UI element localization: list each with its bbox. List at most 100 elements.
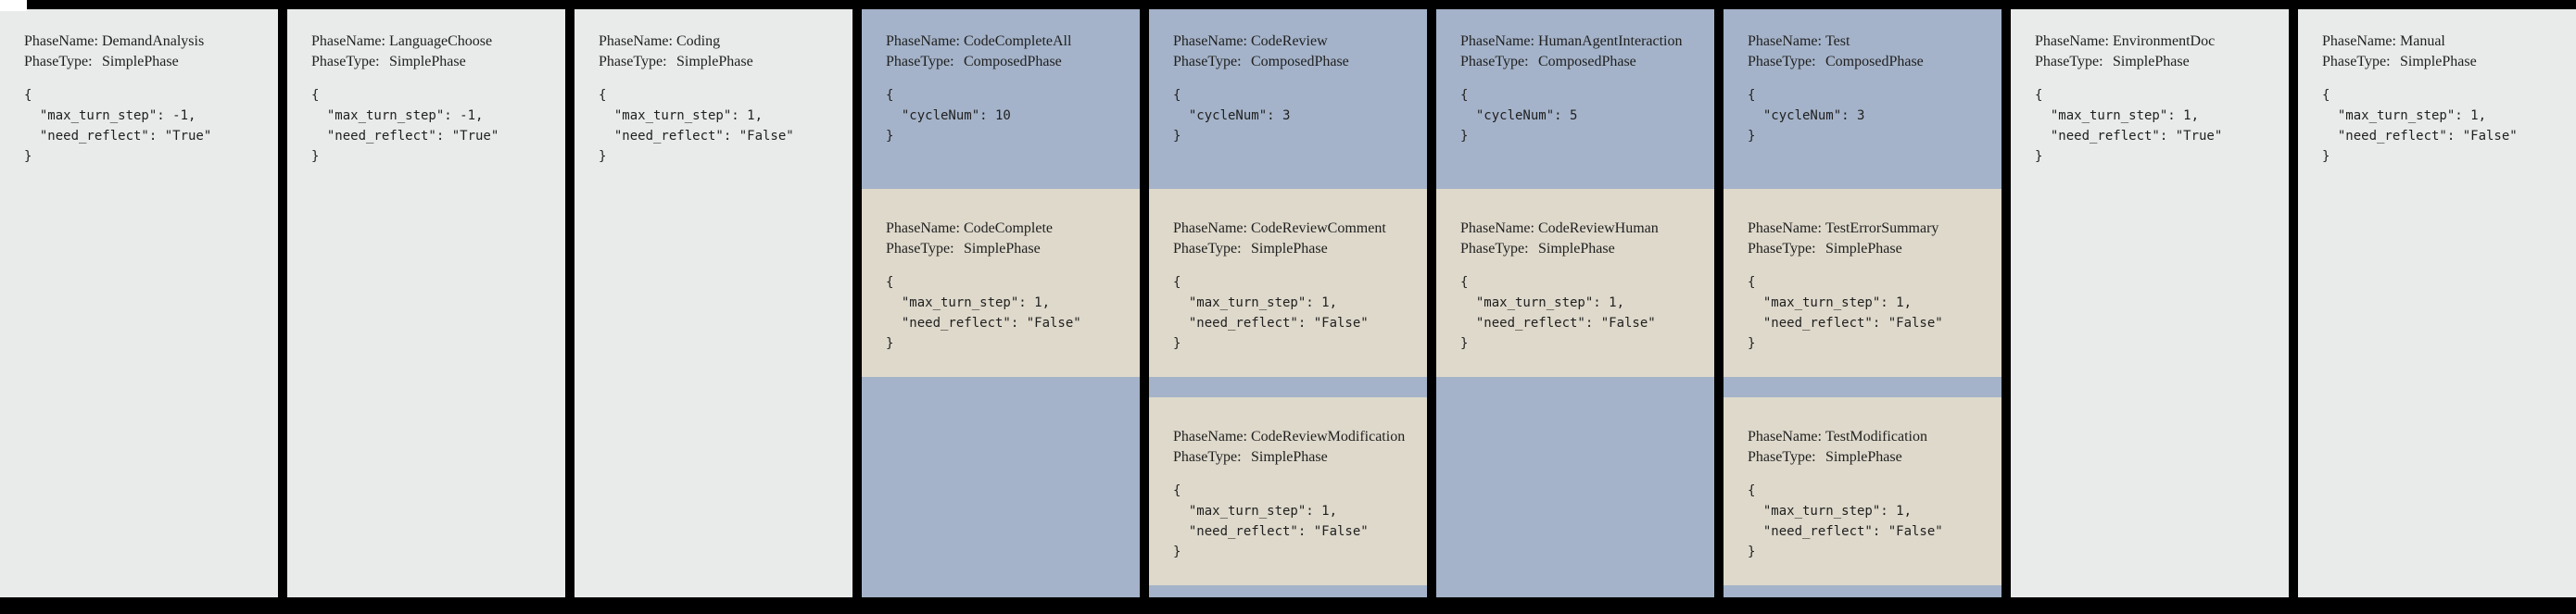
- phase-type-label: PhaseType:: [886, 54, 954, 69]
- phase-type-label: PhaseType:: [1748, 241, 1816, 257]
- phase-name-label: PhaseName:: [1460, 220, 1534, 236]
- phase-config: PhaseName: CodeReview PhaseType: Compose…: [1149, 9, 1427, 146]
- phase-column-environmentdoc: PhaseName: EnvironmentDoc PhaseType: Sim…: [2011, 9, 2289, 597]
- composed-phase-header: PhaseName: HumanAgentInteraction PhaseTy…: [1436, 9, 1714, 189]
- phase-type-label: PhaseType:: [886, 241, 954, 257]
- phase-config: PhaseName: CodeReviewModification PhaseT…: [1149, 397, 1427, 562]
- phase-name-value: Coding: [676, 33, 721, 49]
- phase-name-row: PhaseName: TestModification: [1748, 427, 1994, 447]
- phase-name-label: PhaseName:: [1173, 220, 1247, 236]
- phase-json-config: { "max_turn_step": 1, "need_reflect": "F…: [2322, 88, 2518, 164]
- phase-name-row: PhaseName: CodeReviewHuman: [1460, 219, 1707, 239]
- phase-type-row: PhaseType: SimplePhase: [886, 239, 1132, 259]
- phase-config: PhaseName: CodeComplete PhaseType: Simpl…: [862, 189, 1140, 354]
- phase-name-label: PhaseName:: [1173, 33, 1247, 49]
- phase-type-value: SimplePhase: [1825, 241, 1902, 257]
- phase-config: PhaseName: EnvironmentDoc PhaseType: Sim…: [2011, 9, 2289, 167]
- subphase-card-testmodification: PhaseName: TestModification PhaseType: S…: [1724, 397, 2001, 585]
- phase-name-value: TestErrorSummary: [1825, 220, 1939, 236]
- phase-name-row: PhaseName: CodeComplete: [886, 219, 1132, 239]
- phase-name-value: CodeReviewComment: [1251, 220, 1386, 236]
- phase-config: PhaseName: TestModification PhaseType: S…: [1724, 397, 2001, 562]
- phase-json-config: { "max_turn_step": 1, "need_reflect": "F…: [1748, 275, 1943, 351]
- phase-column-coding: PhaseName: Coding PhaseType: SimplePhase…: [575, 9, 852, 597]
- phase-type-label: PhaseType:: [2035, 54, 2103, 69]
- phase-type-row: PhaseType: ComposedPhase: [886, 52, 1132, 72]
- phase-name-row: PhaseName: TestErrorSummary: [1748, 219, 1994, 239]
- phase-json-config: { "cycleNum": 5 }: [1460, 88, 1578, 144]
- phase-type-label: PhaseType:: [1173, 241, 1242, 257]
- phase-name-value: CodeComplete: [964, 220, 1053, 236]
- phase-name-row: PhaseName: DemandAnalysis: [24, 31, 271, 52]
- phase-type-value: SimplePhase: [2113, 54, 2190, 69]
- subphase-card-testerrorsummary: PhaseName: TestErrorSummary PhaseType: S…: [1724, 189, 2001, 377]
- phase-type-value: SimplePhase: [102, 54, 179, 69]
- phase-type-value: ComposedPhase: [964, 54, 1062, 69]
- phase-json-config: { "max_turn_step": 1, "need_reflect": "F…: [886, 275, 1081, 351]
- phase-type-row: PhaseType: SimplePhase: [1173, 447, 1420, 468]
- phase-name-label: PhaseName:: [886, 33, 960, 49]
- phase-columns: PhaseName: DemandAnalysis PhaseType: Sim…: [0, 9, 2576, 597]
- phase-type-row: PhaseType: SimplePhase: [24, 52, 271, 72]
- phase-name-row: PhaseName: CodeReviewComment: [1173, 219, 1420, 239]
- phase-name-label: PhaseName:: [24, 33, 98, 49]
- phase-type-row: PhaseType: SimplePhase: [311, 52, 558, 72]
- phase-name-row: PhaseName: Test: [1748, 31, 1994, 52]
- phase-json-config: { "max_turn_step": -1, "need_reflect": "…: [311, 88, 499, 164]
- phase-name-row: PhaseName: Coding: [599, 31, 845, 52]
- corner-artifact: [0, 0, 27, 11]
- phase-name-value: LanguageChoose: [389, 33, 493, 49]
- phase-type-value: SimplePhase: [676, 54, 753, 69]
- phase-json-config: { "max_turn_step": 1, "need_reflect": "F…: [1748, 483, 1943, 559]
- phase-column-demandanalysis: PhaseName: DemandAnalysis PhaseType: Sim…: [0, 9, 278, 597]
- composed-phase-header: PhaseName: CodeCompleteAll PhaseType: Co…: [862, 9, 1140, 189]
- phase-type-row: PhaseType: SimplePhase: [1748, 239, 1994, 259]
- phase-name-label: PhaseName:: [1173, 429, 1247, 445]
- phase-type-value: SimplePhase: [964, 241, 1041, 257]
- phase-type-value: ComposedPhase: [1251, 54, 1349, 69]
- phase-type-label: PhaseType:: [1748, 54, 1816, 69]
- phase-type-label: PhaseType:: [24, 54, 93, 69]
- phase-type-value: SimplePhase: [1538, 241, 1615, 257]
- phase-config: PhaseName: CodeReviewHuman PhaseType: Si…: [1436, 189, 1714, 354]
- phase-name-label: PhaseName:: [1748, 33, 1822, 49]
- subphase-card-codereviewcomment: PhaseName: CodeReviewComment PhaseType: …: [1149, 189, 1427, 377]
- phase-json-config: { "max_turn_step": 1, "need_reflect": "F…: [1173, 275, 1369, 351]
- phase-type-label: PhaseType:: [1460, 241, 1529, 257]
- phase-type-row: PhaseType: SimplePhase: [1748, 447, 1994, 468]
- phase-config: PhaseName: CodeCompleteAll PhaseType: Co…: [862, 9, 1140, 146]
- phase-type-value: SimplePhase: [2400, 54, 2477, 69]
- phase-type-row: PhaseType: SimplePhase: [1173, 239, 1420, 259]
- phase-type-value: SimplePhase: [1825, 449, 1902, 465]
- phase-config: PhaseName: HumanAgentInteraction PhaseTy…: [1436, 9, 1714, 146]
- phase-json-config: { "max_turn_step": 1, "need_reflect": "F…: [599, 88, 794, 164]
- subphase-card-codereviewmodification: PhaseName: CodeReviewModification PhaseT…: [1149, 397, 1427, 585]
- phase-json-config: { "cycleNum": 10 }: [886, 88, 1011, 144]
- phase-config: PhaseName: Manual PhaseType: SimplePhase…: [2298, 9, 2576, 167]
- phase-type-label: PhaseType:: [1173, 449, 1242, 465]
- phase-name-label: PhaseName:: [311, 33, 385, 49]
- phase-name-label: PhaseName:: [1748, 429, 1822, 445]
- phase-type-label: PhaseType:: [599, 54, 667, 69]
- phase-column-humanagentinteraction: PhaseName: HumanAgentInteraction PhaseTy…: [1436, 9, 1714, 597]
- phase-name-label: PhaseName:: [2322, 33, 2396, 49]
- phase-name-row: PhaseName: EnvironmentDoc: [2035, 31, 2281, 52]
- phase-type-value: ComposedPhase: [1825, 54, 1924, 69]
- phase-config: PhaseName: Test PhaseType: ComposedPhase…: [1724, 9, 2001, 146]
- subphase-card-codecomplete: PhaseName: CodeComplete PhaseType: Simpl…: [862, 189, 1140, 377]
- phase-name-label: PhaseName:: [1460, 33, 1534, 49]
- phase-name-value: CodeReview: [1251, 33, 1328, 49]
- phase-json-config: { "max_turn_step": 1, "need_reflect": "F…: [1460, 275, 1656, 351]
- phase-name-value: HumanAgentInteraction: [1538, 33, 1683, 49]
- phase-type-label: PhaseType:: [2322, 54, 2391, 69]
- phase-type-row: PhaseType: SimplePhase: [599, 52, 845, 72]
- phase-config: PhaseName: TestErrorSummary PhaseType: S…: [1724, 189, 2001, 354]
- phase-json-config: { "max_turn_step": -1, "need_reflect": "…: [24, 88, 212, 164]
- phase-column-codereview: PhaseName: CodeReview PhaseType: Compose…: [1149, 9, 1427, 597]
- phase-name-value: DemandAnalysis: [102, 33, 205, 49]
- phase-name-label: PhaseName:: [599, 33, 673, 49]
- phase-type-row: PhaseType: ComposedPhase: [1460, 52, 1707, 72]
- phase-name-row: PhaseName: CodeCompleteAll: [886, 31, 1132, 52]
- phase-json-config: { "cycleNum": 3 }: [1173, 88, 1291, 144]
